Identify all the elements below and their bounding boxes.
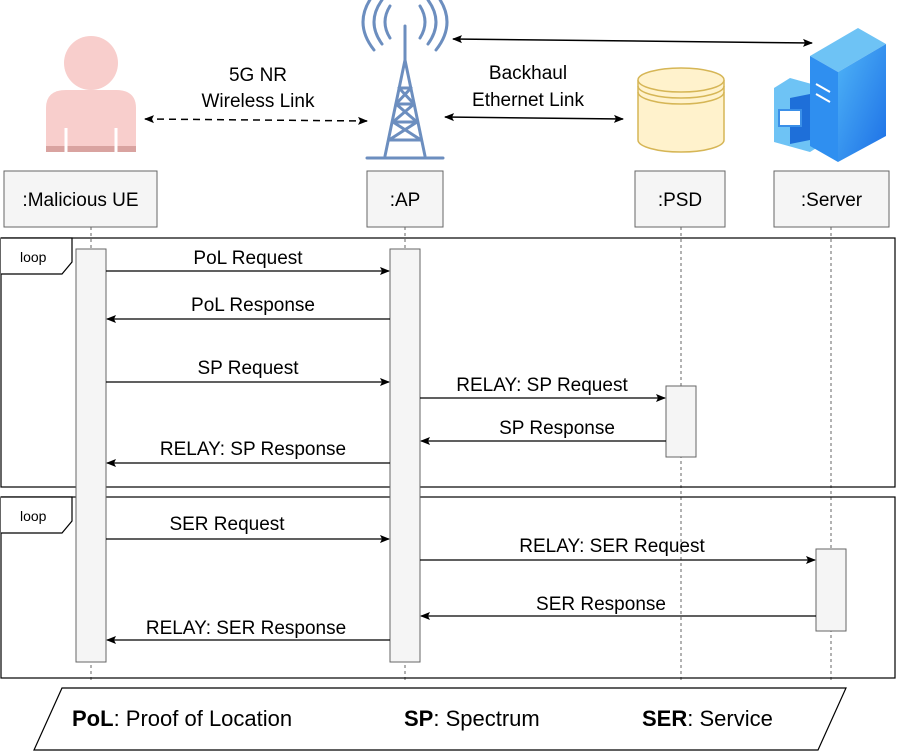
message-label-8: RELAY: SER Request xyxy=(519,536,705,557)
backhaul-link-label-2: Ethernet Link xyxy=(472,90,584,111)
wireless-link-arrow xyxy=(144,115,368,125)
legend-sp: SP: Spectrum xyxy=(404,706,540,731)
message-label-1: PoL Request xyxy=(193,248,303,269)
user-icon xyxy=(46,36,136,152)
antenna-tower-icon xyxy=(361,0,449,160)
loop-label-1: loop xyxy=(20,249,47,265)
activation-ue xyxy=(75,248,107,663)
backhaul-link-arrow xyxy=(444,113,624,123)
legend: PoL: Proof of Location SP: Spectrum SER:… xyxy=(33,687,847,751)
legend-sp-def: : Spectrum xyxy=(433,706,539,731)
legend-box xyxy=(33,687,847,751)
legend-pol-def: : Proof of Location xyxy=(114,706,293,731)
participant-ap-label: :AP xyxy=(390,190,421,211)
legend-ser-def: : Service xyxy=(687,706,773,731)
wireless-link-label-1: 5G NR xyxy=(229,65,287,86)
loop-label-2: loop xyxy=(20,508,47,524)
message-label-7: SER Request xyxy=(169,514,285,535)
loop-frame-2: loop xyxy=(0,496,896,679)
message-label-10: RELAY: SER Response xyxy=(146,618,346,639)
server-link-arrow xyxy=(452,35,813,47)
participant-server-label: :Server xyxy=(801,190,863,211)
message-label-6: RELAY: SP Response xyxy=(160,439,346,460)
activation-ap xyxy=(389,248,421,663)
legend-pol: PoL: Proof of Location xyxy=(72,706,292,731)
legend-pol-abbr: PoL xyxy=(72,706,114,731)
activation-server xyxy=(815,548,847,632)
message-label-4: RELAY: SP Request xyxy=(456,375,628,396)
participant-psd-label: :PSD xyxy=(658,190,702,211)
activation-psd xyxy=(665,385,697,458)
participant-psd: :PSD xyxy=(634,170,726,228)
message-label-3: SP Request xyxy=(197,358,299,379)
participant-ap: :AP xyxy=(366,170,444,228)
legend-ser-abbr: SER xyxy=(642,706,687,731)
database-icon xyxy=(637,67,725,153)
message-label-9: SER Response xyxy=(536,594,666,615)
backhaul-link-label-1: Backhaul xyxy=(489,63,567,84)
participant-server: :Server xyxy=(773,170,890,228)
server-icon xyxy=(774,28,886,162)
message-label-2: PoL Response xyxy=(191,295,315,316)
message-label-5: SP Response xyxy=(499,418,615,439)
legend-ser: SER: Service xyxy=(642,706,773,731)
loop-frame-1: loop xyxy=(0,237,896,488)
participant-ue: :Malicious UE xyxy=(3,170,158,228)
participant-ue-label: :Malicious UE xyxy=(22,190,138,211)
wireless-link-label-2: Wireless Link xyxy=(202,91,315,112)
legend-sp-abbr: SP xyxy=(404,706,433,731)
